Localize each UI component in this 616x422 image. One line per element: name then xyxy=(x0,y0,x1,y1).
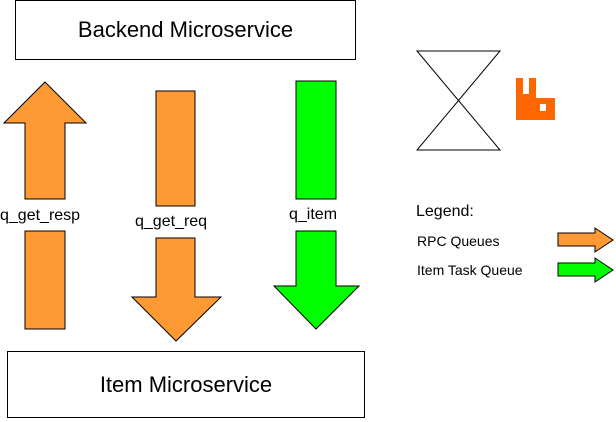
q-item-arrow-head xyxy=(272,230,361,330)
q-item-label: q_item xyxy=(289,206,338,223)
item-microservice-label: Item Microservice xyxy=(99,371,273,397)
legend-item-task-arrow xyxy=(557,257,614,283)
legend-rpc-arrow xyxy=(557,227,614,253)
legend-rpc-label: RPC Queues xyxy=(417,233,500,249)
rabbitmq-logo-icon xyxy=(516,78,555,120)
q-get-resp-label: q_get_resp xyxy=(0,207,81,224)
q-get-req-arrow-tail xyxy=(155,90,196,207)
legend-item-task-label: Item Task Queue xyxy=(417,262,523,278)
backend-microservice-box: Backend Microservice xyxy=(15,0,356,60)
q-get-req-arrow-head xyxy=(130,237,223,342)
item-microservice-box: Item Microservice xyxy=(7,351,365,418)
backend-microservice-label: Backend Microservice xyxy=(77,17,294,42)
q-item-arrow-tail xyxy=(295,80,337,200)
q-get-resp-arrow-tail xyxy=(24,230,66,330)
q-get-resp-arrow-head xyxy=(2,81,88,200)
q-get-req-label: q_get_req xyxy=(135,213,208,230)
legend-title: Legend: xyxy=(416,203,474,220)
hourglass-exchange-icon xyxy=(415,50,502,151)
